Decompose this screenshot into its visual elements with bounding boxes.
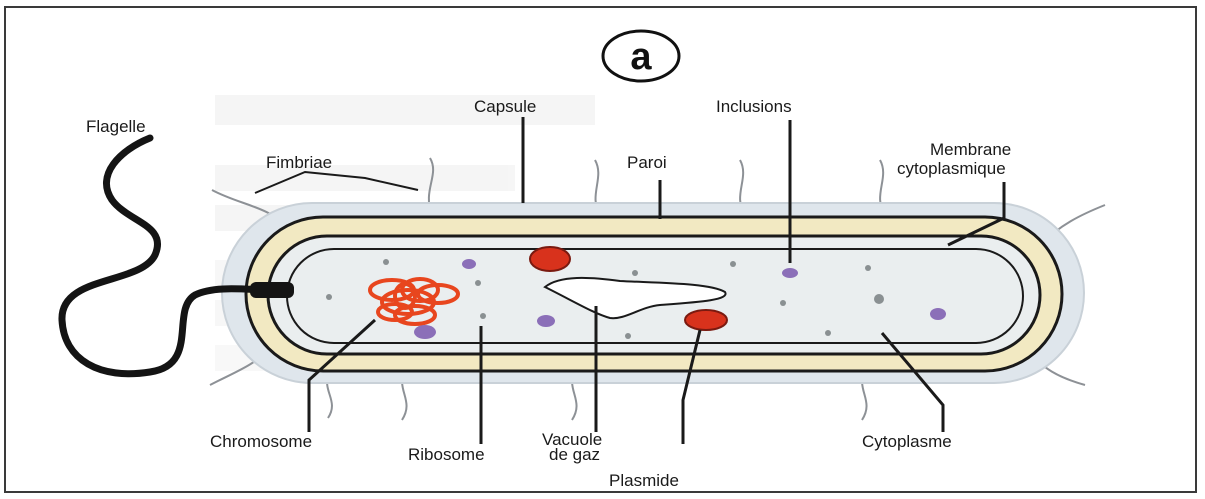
plasmid [685,310,727,330]
ribosome-dot [326,294,332,300]
ribosome-dot [780,300,786,306]
label-vacuole-2: de gaz [549,445,600,464]
ribosome-dot [874,294,884,304]
ribosome-dot [383,259,389,265]
ribosome-dot [475,280,481,286]
label-flagelle: Flagelle [86,117,146,136]
ribosome-dot [632,270,638,276]
label-cytoplasme: Cytoplasme [862,432,952,451]
ribosome-dot [480,313,486,319]
ribosome-dot [825,330,831,336]
label-membrane-2: cytoplasmique [897,159,1006,178]
inclusion [537,315,555,327]
inclusion [414,325,436,339]
label-membrane-1: Membrane [930,140,1011,159]
plasmid [530,247,570,271]
ribosome-dot [865,265,871,271]
label-chromosome: Chromosome [210,432,312,451]
figure-badge: a [603,31,679,81]
label-plasmide: Plasmide [609,471,679,490]
inclusion [930,308,946,320]
label-fimbriae: Fimbriae [266,153,332,172]
ribosome-dot [730,261,736,267]
inclusion [462,259,476,269]
label-capsule: Capsule [474,97,536,116]
inclusion [782,268,798,278]
ribosome-dot [625,333,631,339]
label-paroi: Paroi [627,153,667,172]
label-inclusions: Inclusions [716,97,792,116]
badge-letter: a [630,36,652,78]
label-ribosome: Ribosome [408,445,485,464]
